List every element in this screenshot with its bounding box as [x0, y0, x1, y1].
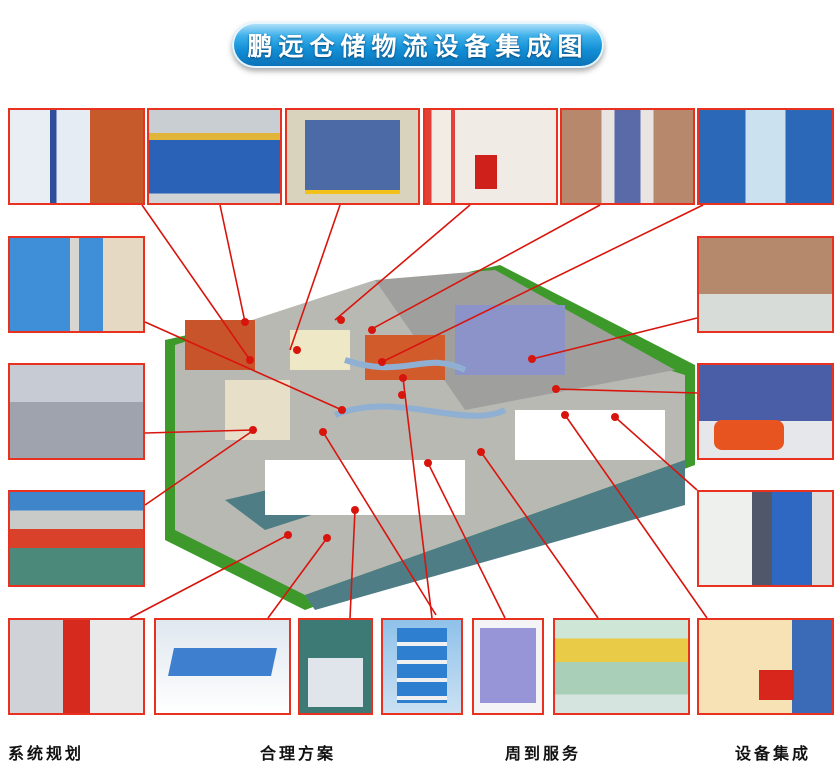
sectional-door-photo — [298, 618, 373, 715]
workshop-drawer-cabinet-photo — [553, 618, 690, 715]
caption-thoughtful-service: 周到服务 — [505, 744, 582, 763]
flow-rack-aisle-photo — [697, 108, 834, 205]
warehouse-layout-diagram — [165, 265, 695, 610]
dock-shelter-photo — [697, 490, 834, 587]
order-picker-aisle-photo — [560, 108, 695, 205]
shuttle-cart-photo — [8, 490, 145, 587]
page-title: 鹏远仓储物流设备集成图 — [247, 32, 589, 61]
dock-leveler-photo — [154, 618, 291, 715]
electric-tow-tractor-photo — [8, 618, 145, 715]
plastic-crate-stack-photo — [472, 618, 544, 715]
caption-equipment-integration: 设备集成 — [735, 744, 812, 763]
counterbalance-forklift-photo — [697, 363, 834, 460]
mezzanine-platform-photo — [147, 108, 282, 205]
roll-cage-trolley-photo — [381, 618, 463, 715]
electric-pallet-truck-photo — [697, 618, 834, 715]
high-speed-door-photo — [285, 108, 420, 205]
roller-conveyor-photo — [8, 363, 145, 460]
pallet-rack-photo — [8, 108, 145, 205]
caption-system-planning: 系统规划 — [8, 744, 85, 763]
caption-reasonable-solution: 合理方案 — [260, 744, 337, 763]
light-duty-shelving-photo — [8, 236, 145, 333]
title-banner: 鹏远仓储物流设备集成图 — [232, 22, 604, 68]
asrs-workstation-photo — [697, 236, 834, 333]
narrow-aisle-forklift-photo — [423, 108, 558, 205]
